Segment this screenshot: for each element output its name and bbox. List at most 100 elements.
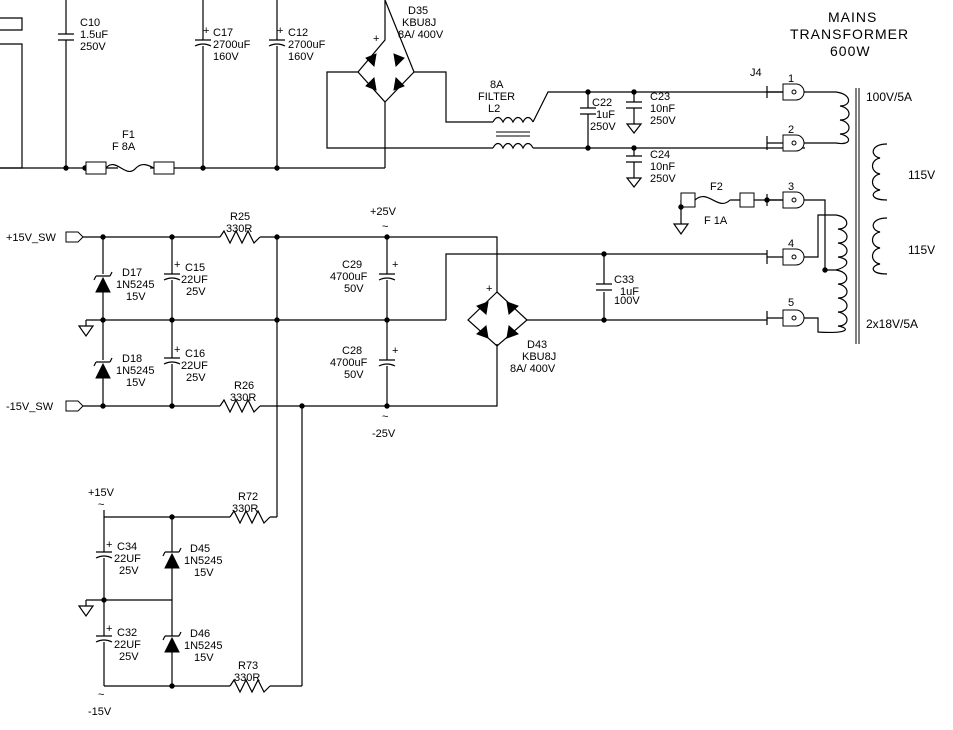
p15-tilde: ~ [98, 499, 104, 511]
f2-fuse: F2 F 1A [672, 181, 783, 236]
j4-label: J4 [750, 67, 762, 79]
c23-label: C23 [650, 91, 670, 103]
c22-voltage: 250V [590, 121, 616, 133]
c16-value: 22UF [181, 360, 208, 372]
m15-label: -15V [88, 706, 112, 718]
r26-value: 330R [230, 392, 256, 404]
d18-voltage: 15V [126, 377, 146, 389]
m15sw-label: -15V_SW [6, 401, 54, 413]
title-line1: MAINS [828, 9, 877, 25]
junction [585, 145, 591, 151]
d46-label: D46 [190, 628, 210, 640]
f1-label: F1 [122, 129, 135, 141]
c23-symbol [625, 92, 643, 134]
r26-symbol [219, 398, 261, 414]
c15-value: 22UF [181, 274, 208, 286]
tie-lines [276, 237, 303, 686]
filter-line3: L2 [488, 103, 500, 115]
c15-label: C15 [185, 262, 205, 274]
c17-voltage: 160V [213, 51, 239, 63]
winding-100v [804, 91, 850, 145]
r72-value: 330R [232, 503, 258, 515]
c33-label: C33 [614, 274, 634, 286]
junction [631, 89, 637, 95]
title-line3: 600W [830, 43, 871, 59]
c12-voltage: 160V [288, 51, 314, 63]
c17-symbol [194, 0, 212, 168]
f1-value: F 8A [112, 141, 136, 153]
c16-symbol [163, 320, 181, 406]
c16-voltage: 25V [186, 372, 206, 384]
p15sw-connector[interactable] [65, 231, 84, 243]
ground-symbol-2 [77, 599, 172, 618]
p15-label: +15V [88, 487, 115, 499]
d45-diode [164, 552, 180, 569]
winding-115v-2 [871, 217, 888, 275]
winding-115v-1 [871, 143, 888, 201]
d45-label: D45 [190, 543, 210, 555]
j4-pin-1-label: 1 [788, 73, 794, 85]
d43-rating: 8A/ 400V [510, 363, 556, 375]
c32-label: C32 [117, 627, 137, 639]
c17-value: 2700uF [213, 39, 251, 51]
c33-voltage: 100V [614, 295, 640, 307]
d35-rating: 8A/ 400V [398, 29, 444, 41]
ground-symbol-1 [77, 320, 95, 338]
p25-tilde: ~ [382, 221, 388, 233]
c34-symbol [95, 517, 113, 600]
d45-part: 1N5245 [184, 555, 223, 567]
d17-part: 1N5245 [116, 279, 155, 291]
d35-label: D35 [408, 5, 428, 17]
r25-value: 330R [226, 223, 252, 235]
bottom-section: +15V ~ R72 330R R73 330R + C34 22UF 25V … [77, 487, 302, 718]
d46-diode [164, 636, 180, 653]
junction [585, 89, 591, 95]
f1-end-right [153, 161, 175, 175]
c34-value: 22UF [114, 553, 141, 565]
c10-value: 1.5uF [80, 29, 108, 41]
m15sw-connector[interactable] [65, 400, 84, 412]
d18-part: 1N5245 [116, 365, 155, 377]
c12-label: C12 [288, 27, 308, 39]
c10-voltage: 250V [80, 41, 106, 53]
r25-label: R25 [230, 211, 250, 223]
r73-label: R73 [238, 660, 258, 672]
d46-part: 1N5245 [184, 640, 223, 652]
c32-value: 22UF [114, 639, 141, 651]
c24-voltage: 250V [650, 173, 676, 185]
c23-value: 10nF [650, 103, 675, 115]
c32-plus: + [106, 623, 112, 635]
d35-part: KBU8J [402, 17, 436, 29]
filter-line2: FILTER [478, 91, 515, 103]
winding-2x18v [804, 199, 848, 333]
c10-symbol [58, 0, 74, 168]
c28-label: C28 [342, 345, 362, 357]
c15-voltage: 25V [186, 286, 206, 298]
f2-label: F2 [710, 181, 723, 193]
c24-label: C24 [650, 149, 670, 161]
c33-value: 1uF [620, 286, 639, 298]
c15-plus: + [174, 259, 180, 271]
c29-symbol [378, 237, 396, 320]
c29-value: 4700uF [330, 271, 368, 283]
c32-symbol [95, 600, 113, 686]
d45-voltage: 15V [194, 567, 214, 579]
r72-label: R72 [238, 491, 258, 503]
d43-plus: + [486, 283, 492, 295]
c29-plus: + [392, 259, 398, 271]
c28-value: 4700uF [330, 357, 368, 369]
r73-value: 330R [234, 672, 260, 684]
d43-bridge [467, 253, 767, 347]
m25-tilde: ~ [382, 411, 388, 423]
winding-2x18v-upper [804, 214, 848, 271]
m15-tilde: ~ [98, 689, 104, 701]
d18-label: D18 [122, 353, 142, 365]
filter-line1: 8A [490, 79, 504, 91]
f2-value: F 1A [704, 215, 728, 227]
c24-value: 10nF [650, 161, 675, 173]
transformer-core [855, 88, 860, 344]
c17-plus: + [203, 25, 209, 37]
d43-part: KBU8J [522, 351, 556, 363]
c16-plus: + [174, 344, 180, 356]
c29-voltage: 50V [344, 283, 364, 295]
